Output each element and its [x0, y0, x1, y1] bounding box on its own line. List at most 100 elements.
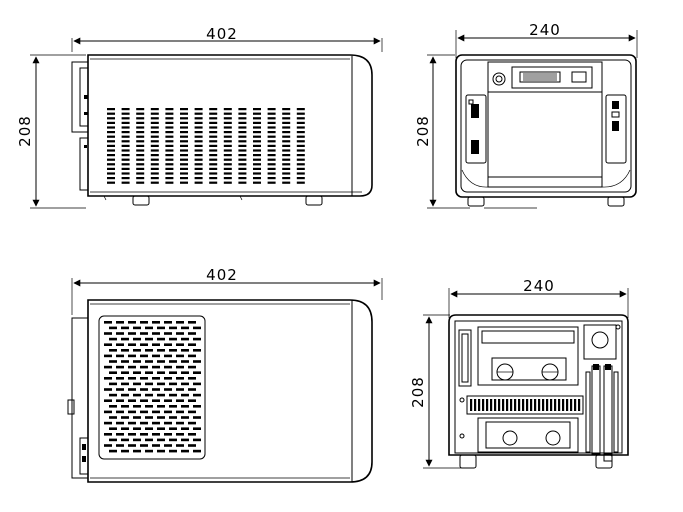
vent-slot	[121, 349, 129, 352]
vent-slot	[223, 167, 232, 170]
vent-slot	[223, 121, 232, 124]
vent-slot	[238, 131, 247, 134]
vent-slot	[145, 405, 153, 408]
vent-slot	[282, 154, 291, 157]
vent-slot	[181, 382, 189, 386]
vent-slot	[107, 112, 115, 115]
front-view-foot-left	[467, 196, 485, 207]
vent-slot	[282, 135, 291, 138]
vent-slot	[209, 131, 218, 134]
vent-slot	[136, 135, 145, 138]
vent-slot	[136, 177, 145, 180]
vent-slot	[107, 135, 115, 138]
rear-view-foot-left	[459, 454, 477, 469]
vent-slot	[157, 405, 165, 408]
vent-slot	[176, 321, 184, 324]
vent-slot	[223, 158, 232, 161]
vent-slot	[128, 343, 136, 346]
rear-view-psu	[477, 326, 579, 386]
vent-slot	[152, 433, 160, 436]
vent-slot	[267, 154, 276, 157]
vent-slot	[109, 371, 117, 374]
vent-slot	[109, 326, 117, 330]
vent-slot	[223, 172, 232, 175]
vent-slot	[538, 399, 541, 411]
vent-slot	[165, 154, 174, 157]
vent-slot	[140, 332, 148, 335]
vent-slot	[150, 167, 159, 170]
vent-slot	[121, 181, 130, 184]
vent-slot	[116, 365, 124, 369]
vent-slot	[238, 163, 247, 166]
vent-slot	[152, 354, 160, 358]
vent-slot	[133, 405, 141, 408]
vent-slot	[169, 337, 177, 341]
top-view: 402	[67, 266, 383, 483]
vent-slot	[176, 388, 184, 391]
vent-slot	[180, 154, 188, 157]
vent-slot	[188, 399, 196, 402]
vent-slot	[121, 163, 130, 166]
vent-slot	[107, 149, 115, 152]
side-view-width-label: 402	[206, 25, 238, 43]
vent-slot	[296, 149, 305, 152]
vent-slot	[121, 112, 130, 115]
vent-slot	[133, 382, 141, 386]
rear-view-case	[448, 314, 629, 456]
vent-slot	[253, 158, 261, 161]
vent-slot	[145, 326, 153, 330]
vent-slot	[165, 172, 174, 175]
vent-slot	[104, 444, 112, 447]
top-view-width-label: 402	[206, 266, 238, 284]
vent-slot	[209, 135, 218, 138]
vent-slot	[150, 144, 159, 147]
vent-slot	[133, 360, 141, 363]
vent-slot	[157, 349, 165, 352]
vent-slot	[193, 416, 201, 419]
vent-slot	[188, 421, 196, 425]
vent-slot	[282, 131, 291, 134]
vent-slot	[238, 135, 247, 138]
vent-slot	[238, 117, 247, 120]
vent-slot	[267, 117, 276, 120]
vent-slot	[188, 365, 196, 369]
vent-slot	[209, 163, 218, 166]
vent-slot	[140, 421, 148, 425]
vent-slot	[164, 410, 172, 414]
vent-slot	[253, 167, 261, 170]
vent-slot	[282, 117, 291, 120]
vent-slot	[176, 365, 184, 369]
rear-view-width-label: 240	[523, 277, 555, 295]
vent-slot	[188, 321, 196, 324]
vent-slot	[116, 377, 124, 380]
vent-slot	[193, 405, 201, 408]
vent-slot	[157, 382, 165, 386]
vent-slot	[176, 433, 184, 436]
vent-slot	[164, 421, 172, 425]
vent-slot	[128, 399, 136, 402]
vent-slot	[165, 131, 174, 134]
vent-slot	[188, 332, 196, 335]
vent-slot	[145, 337, 153, 341]
vent-slot	[223, 144, 232, 147]
vent-slot	[486, 399, 489, 411]
vent-slot	[164, 343, 172, 346]
vent-slot	[152, 321, 160, 324]
vent-slot	[180, 135, 188, 138]
vent-slot	[109, 427, 117, 430]
vent-slot	[188, 410, 196, 414]
vent-slot	[574, 399, 577, 411]
vent-slot	[296, 135, 305, 138]
vent-slot	[107, 167, 115, 170]
vent-slot	[546, 399, 549, 411]
vent-slot	[121, 149, 130, 152]
vent-slot	[180, 167, 188, 170]
vent-slot	[136, 167, 145, 170]
vent-slot	[518, 399, 521, 411]
vent-slot	[116, 332, 124, 335]
vent-slot	[128, 444, 136, 447]
vent-slot	[253, 121, 261, 124]
vent-slot	[209, 177, 218, 180]
vent-slot	[542, 399, 545, 411]
top-view-vent-panel	[98, 315, 206, 460]
